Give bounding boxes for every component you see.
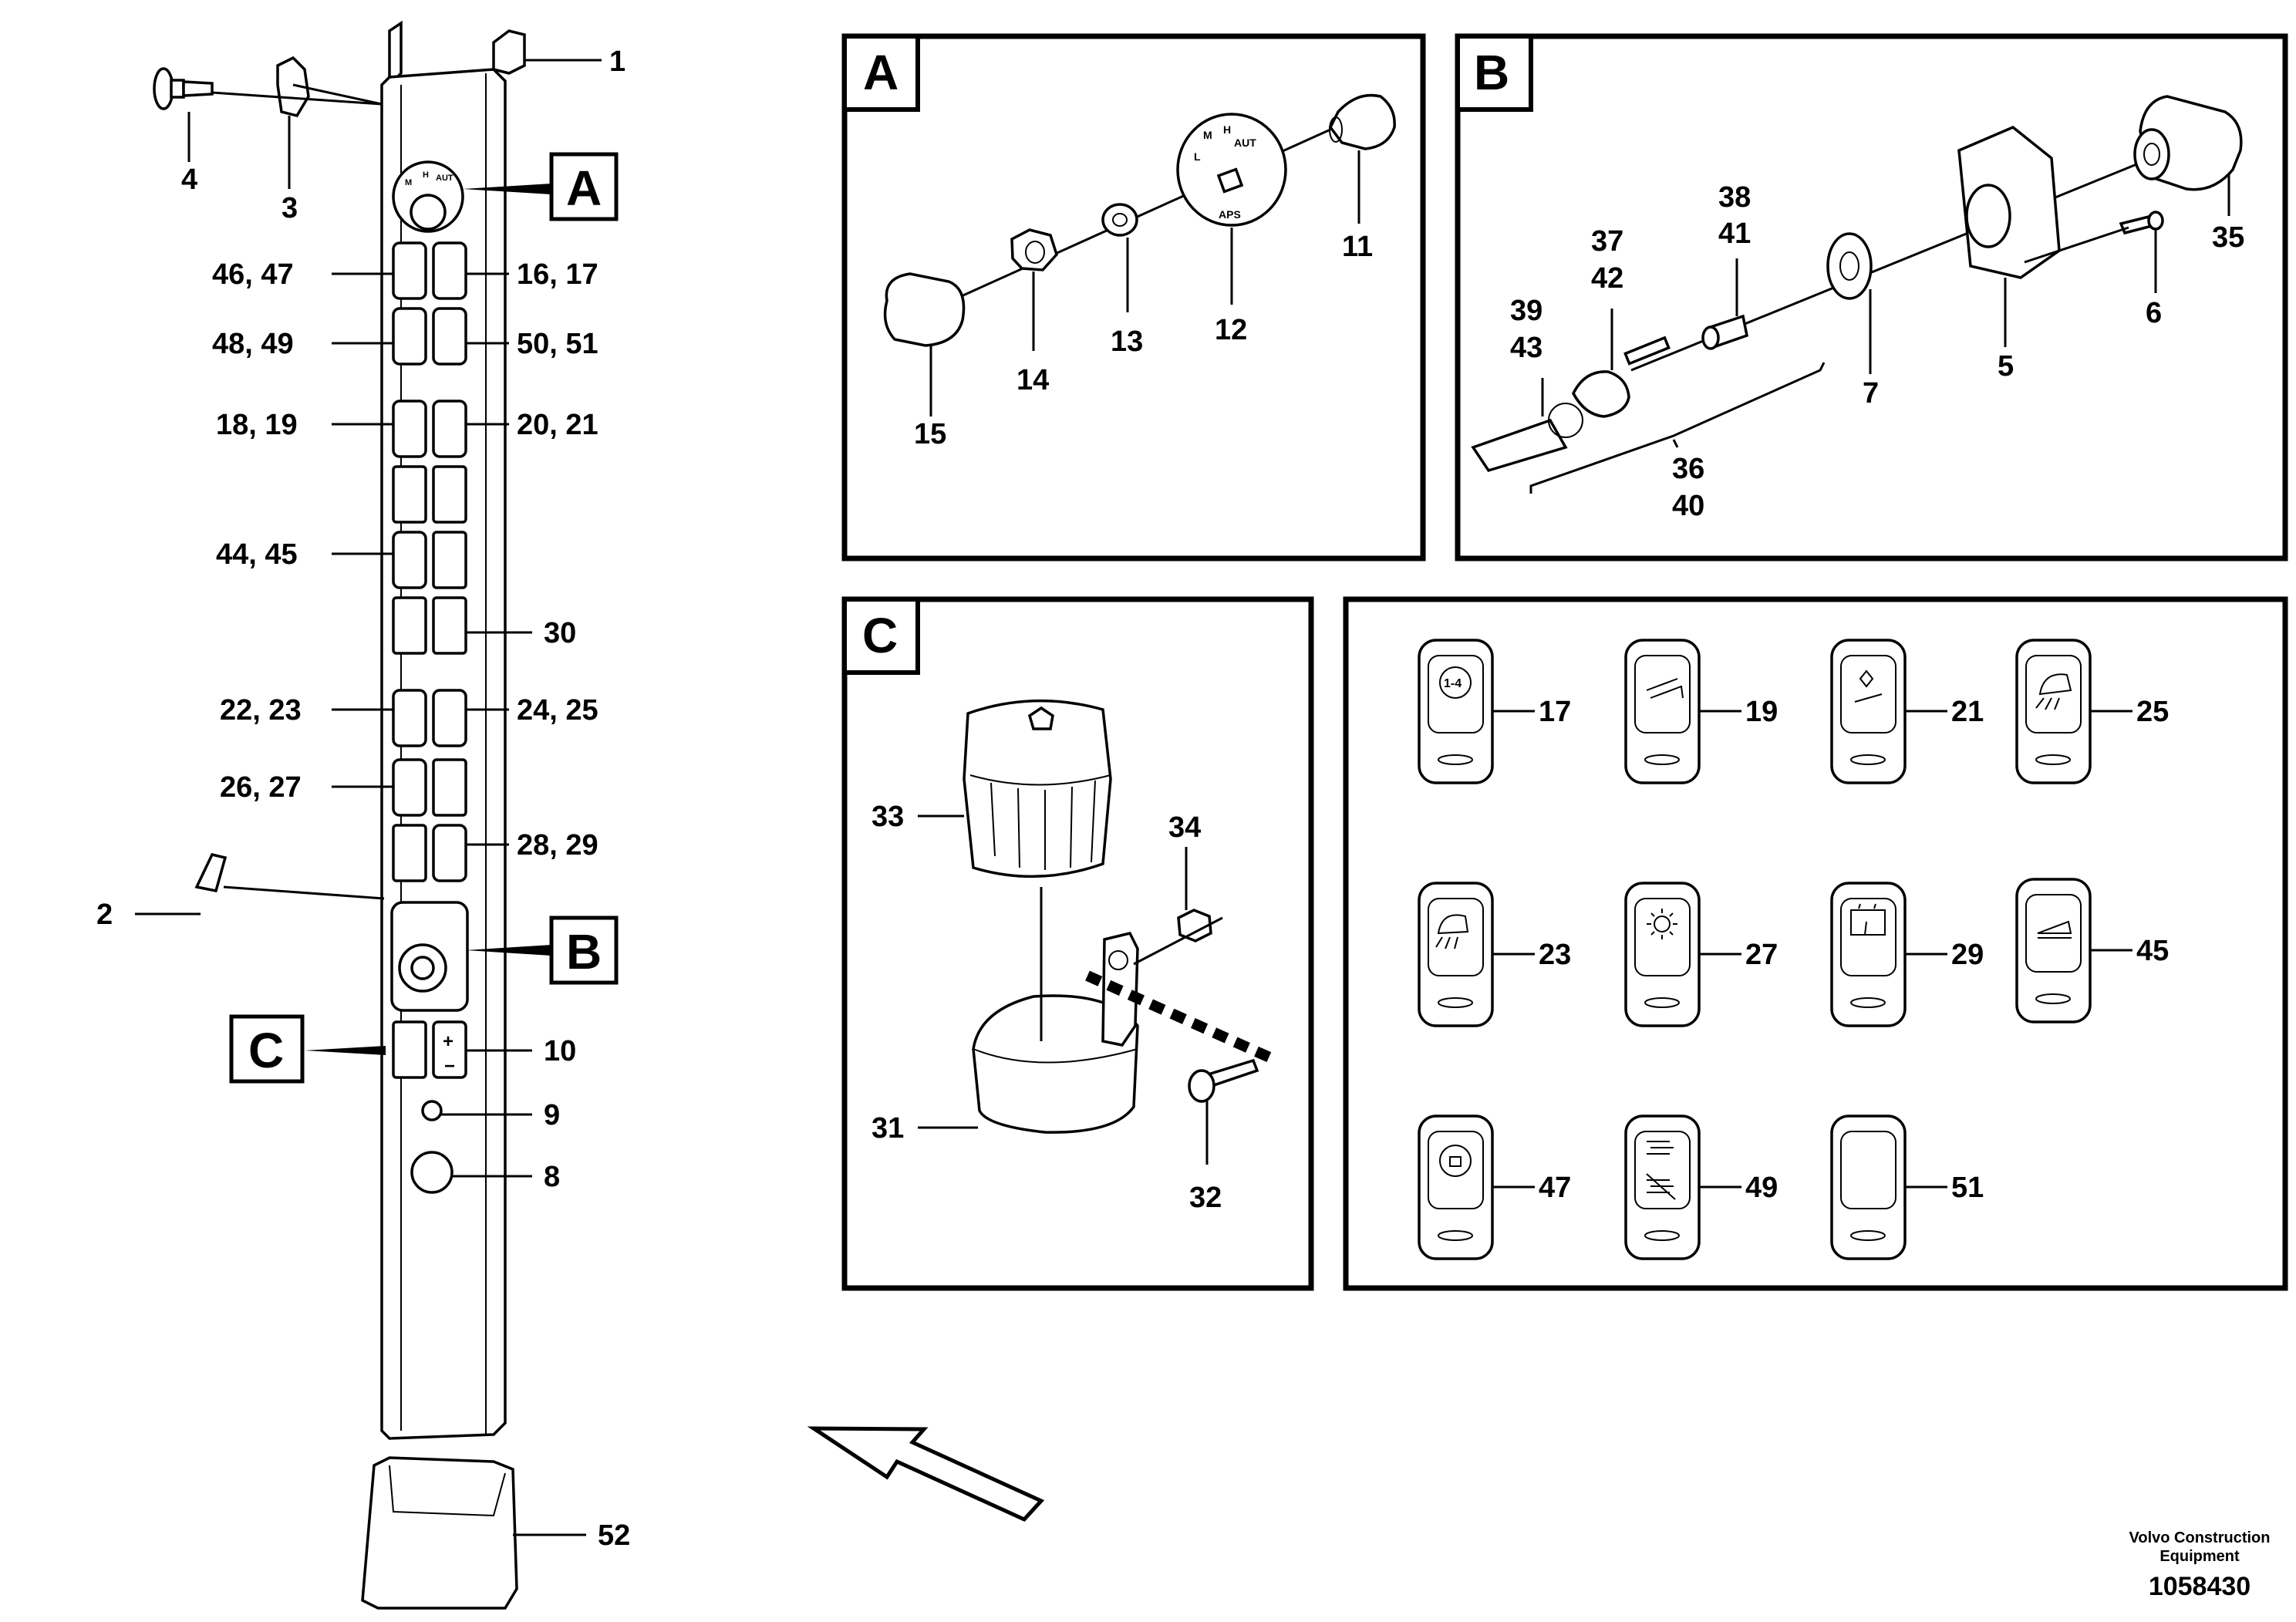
- callout-27: 27: [1745, 939, 1778, 971]
- pillar-leaders: [135, 59, 602, 1536]
- callout-2: 2: [96, 899, 113, 931]
- callout-31: 31: [872, 1112, 904, 1145]
- selector-marking-h: H: [1223, 123, 1231, 136]
- callout-28-29: 28, 29: [517, 829, 598, 862]
- callout-6: 6: [2146, 297, 2162, 329]
- callout-34: 34: [1168, 811, 1201, 844]
- callout-50-51: 50, 51: [517, 328, 598, 360]
- callout-30: 30: [544, 617, 576, 649]
- callout-18-19: 18, 19: [216, 409, 298, 441]
- callout-26-27: 26, 27: [220, 771, 302, 804]
- callout-22-23: 22, 23: [220, 694, 302, 727]
- callout-11: 11: [1342, 231, 1373, 263]
- screw-part-4: [153, 67, 214, 110]
- svg-text:AUT: AUT: [436, 174, 453, 183]
- svg-text:M: M: [405, 178, 412, 187]
- callout-52: 52: [598, 1519, 630, 1552]
- callout-46-47: 46, 47: [212, 258, 294, 291]
- callout-41: 41: [1718, 218, 1751, 250]
- selector-marking-aps: APS: [1219, 208, 1241, 221]
- selector-marking-m: M: [1203, 129, 1212, 141]
- svg-text:+: +: [443, 1031, 453, 1052]
- marker-b-letter: B: [566, 924, 602, 980]
- direction-arrow: [807, 1426, 1045, 1523]
- panel-b: B 39 43: [1455, 33, 2288, 561]
- callout-33: 33: [872, 801, 904, 833]
- callout-38: 38: [1718, 181, 1751, 214]
- switch-19: 19: [1624, 639, 1778, 784]
- clip-part-3: [276, 56, 310, 118]
- callout-1: 1: [609, 46, 625, 78]
- callout-36: 36: [1672, 453, 1704, 485]
- callout-39: 39: [1510, 295, 1542, 327]
- panel-c-letter: C: [862, 608, 898, 663]
- callout-14: 14: [1017, 364, 1049, 396]
- footer: Volvo Construction Equipment 1058430: [2129, 1529, 2271, 1601]
- callout-16-17: 16, 17: [517, 258, 598, 291]
- panel-a-letter: A: [863, 45, 899, 100]
- svg-text:H: H: [423, 170, 429, 180]
- callout-49: 49: [1745, 1172, 1778, 1204]
- marker-c: C: [229, 1014, 305, 1084]
- callout-12: 12: [1215, 314, 1247, 346]
- panel-c: C 33 34 31 32: [841, 596, 1314, 1291]
- switch-25: 25: [2015, 639, 2169, 784]
- callout-24-25: 24, 25: [517, 694, 598, 727]
- callout-32: 32: [1189, 1182, 1222, 1214]
- callout-48-49: 48, 49: [212, 328, 294, 360]
- callout-25: 25: [2136, 696, 2169, 728]
- switch-23: 23: [1418, 882, 1571, 1027]
- marker-a: A: [549, 152, 619, 221]
- switch-panel: 1-4 17 19 21 25: [1343, 596, 2288, 1291]
- callout-44-45: 44, 45: [216, 538, 298, 571]
- callout-42: 42: [1591, 262, 1623, 295]
- switch-17-icon-text: 1-4: [1444, 677, 1462, 690]
- callout-37: 37: [1591, 225, 1623, 258]
- switch-27: 27: [1624, 882, 1778, 1027]
- callout-21: 21: [1951, 696, 1984, 728]
- panel-a: A L M H AUT APS 15 14 13 12 11: [841, 33, 1426, 561]
- marker-a-letter: A: [566, 160, 602, 216]
- marker-c-letter: C: [248, 1023, 284, 1078]
- credit-line-2: Equipment: [2159, 1548, 2240, 1565]
- switch-49: 49: [1624, 1114, 1778, 1260]
- callout-43: 43: [1510, 332, 1542, 364]
- console-pillar: M H AUT +: [153, 20, 526, 1610]
- switch-47: 47: [1418, 1114, 1571, 1260]
- callout-5: 5: [1998, 350, 2014, 383]
- callout-9: 9: [544, 1099, 560, 1131]
- svg-text:−: −: [444, 1056, 455, 1077]
- callout-29: 29: [1951, 939, 1984, 971]
- callout-4: 4: [181, 164, 197, 196]
- callout-10: 10: [544, 1035, 576, 1067]
- callout-40: 40: [1672, 490, 1704, 522]
- callout-51: 51: [1951, 1172, 1984, 1204]
- callout-20-21: 20, 21: [517, 409, 598, 441]
- switch-29: 29: [1830, 882, 1984, 1027]
- callout-35: 35: [2212, 221, 2244, 254]
- callout-17: 17: [1539, 696, 1571, 728]
- callout-3: 3: [282, 192, 298, 224]
- document-number: 1058430: [2149, 1572, 2250, 1601]
- credit-line-1: Volvo Construction: [2129, 1529, 2271, 1546]
- callout-19: 19: [1745, 696, 1778, 728]
- switch-45: 45: [2015, 878, 2169, 1023]
- marker-b: B: [549, 916, 619, 985]
- pillar-callouts: 1 4 3 46, 47 16, 17 48, 49 50, 51 18, 19…: [96, 46, 630, 1552]
- pillar-switch-grid: [392, 241, 467, 882]
- callout-45: 45: [2136, 935, 2169, 967]
- callout-23: 23: [1539, 939, 1571, 971]
- callout-15: 15: [914, 418, 946, 450]
- panel-b-letter: B: [1474, 45, 1509, 100]
- callout-47: 47: [1539, 1172, 1571, 1204]
- selector-marking-aut: AUT: [1234, 137, 1256, 149]
- switch-17: 1-4 17: [1418, 639, 1571, 784]
- callout-7: 7: [1863, 377, 1879, 410]
- switch-21: 21: [1830, 639, 1984, 784]
- callout-13: 13: [1111, 325, 1143, 358]
- callout-8: 8: [544, 1161, 560, 1193]
- selector-marking-l: L: [1194, 150, 1201, 163]
- switch-51: 51: [1830, 1114, 1984, 1260]
